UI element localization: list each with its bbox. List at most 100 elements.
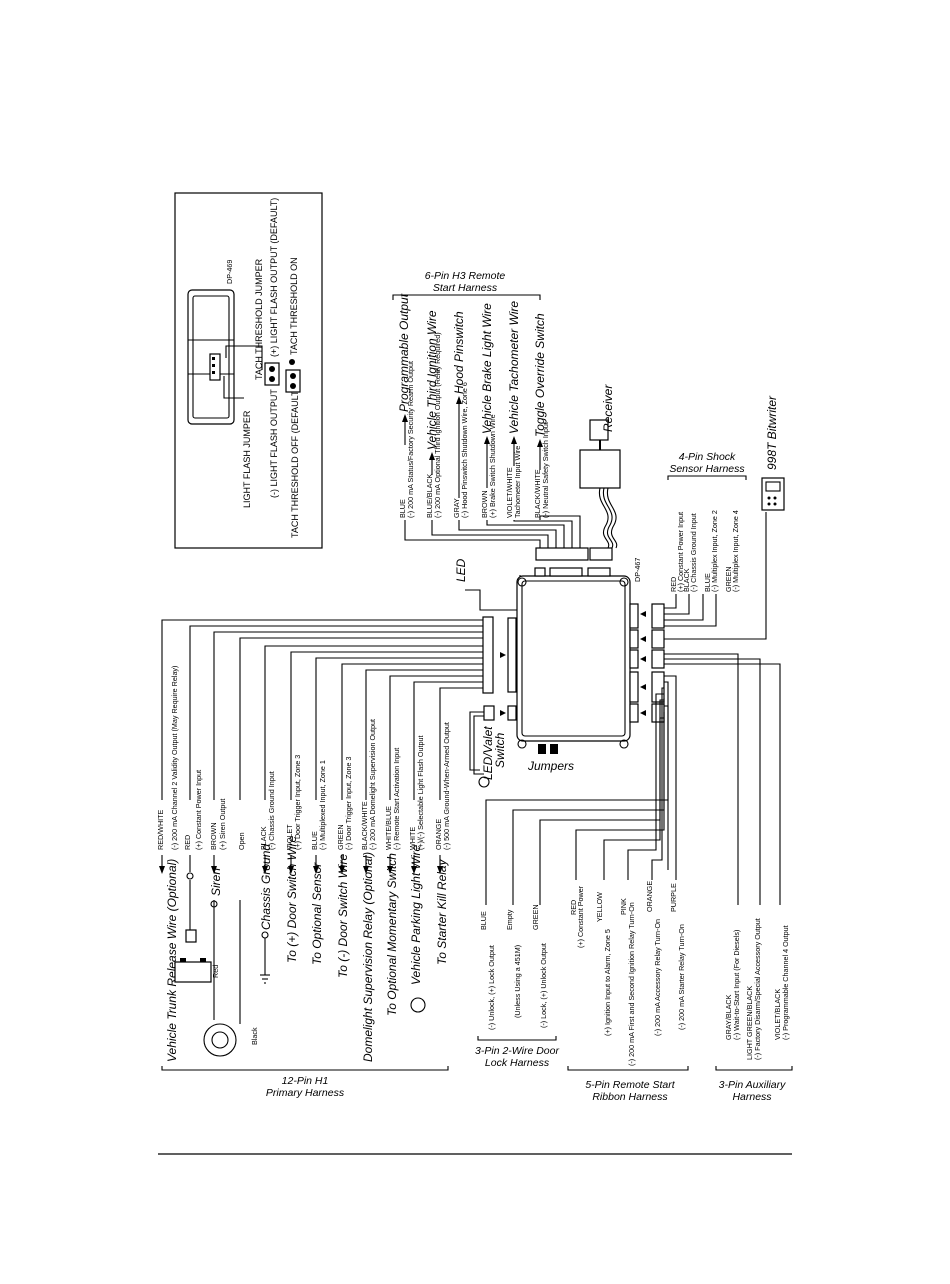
arrow-icon [537,439,543,447]
doorlock-wire1-desc: (-) Unlock, (+) Lock Output [487,945,496,1030]
shock-port [629,603,639,629]
shock-title-line2: Sensor Harness [669,463,745,475]
bitwriter-label: 998T Bitwriter [765,395,779,470]
bitwriter-icon [761,477,785,511]
h1-dest10: To Optional Momentary Switch [385,853,399,1016]
h3-wire5-dest: Vehicle Tachometer Wire [507,301,521,434]
shock-wire4-desc: (-) Multiplex Input, Zone 4 [731,510,740,592]
h1-wires [161,619,483,800]
shock-wire2-desc: (-) Chassis Ground Input [689,513,698,592]
jumper-inset: DP-469 LIGHT FLASH JUMPER TACH THRESHOLD… [174,192,323,549]
h1-wire8-desc: (-) Door Trigger Input, Zone 3 [344,757,353,850]
h3-wire6-color: BLACK/WHITE [533,469,542,518]
ribbon-harness: RED (+) Constant Power YELLOW (+) Igniti… [567,675,689,1103]
doorlock-harness: BLUE (-) Unlock, (+) Lock Output Empty (… [475,705,669,1069]
h3-wire2-desc: (-) 200 mA Optional Third Ignition Outpu… [433,332,442,518]
doorlock-wire1-color: BLUE [479,911,488,930]
led-valet-switch: LED/Valet Switch [469,711,507,788]
ribbon-wire4-desc: (-) 200 mA Accessory Relay Turn-On [653,919,662,1036]
aux-title-line2: Harness [732,1091,772,1103]
h3-bracket [392,294,541,300]
leader-light-flash [223,376,244,399]
aux-wire3-color: VIOLET/BLACK [773,989,782,1040]
siren-icon [203,1023,237,1057]
arrow-icon [511,436,517,444]
h1-wire7-desc: (-) Multiplexed Input, Zone 1 [318,760,327,850]
battery-red-label: Red [211,965,220,978]
h1-wire12-desc: (-) 500 mA Ground-When-Armed Output [442,722,451,850]
h1-wire1-color: RED/WHITE [156,809,165,850]
h3-wire6-desc: (-) Neutral Safety Switch Input [541,422,550,518]
pos-light-flash-label: (+) LIGHT FLASH OUTPUT (DEFAULT) [269,198,279,357]
tach-on-dot-icon [289,359,295,365]
h3-wire4-color: BROWN [480,490,489,518]
h1-dest7: To Optional Sensor [310,862,324,965]
shock-wire4-color: GREEN [724,566,733,592]
aux-port [629,649,639,669]
h1-wire5-color: BLACK [259,826,268,850]
inset-fig-code: DP-469 [225,260,234,284]
aux-wire1-color: GRAY/BLACK [724,994,733,1040]
h1-dest11: Vehicle Parking Light Wire [409,844,423,985]
h1-dest12: To Starter Kill Relay [435,858,449,965]
arrow-icon [484,436,490,444]
arrow-icon [402,414,408,422]
h3-port [549,567,583,577]
ribbon-wire4-color: ORANGE [645,881,654,912]
h1-wire4-desc: Open [237,832,246,850]
h1-dest8: To (-) Door Switch Wire [336,854,350,978]
doorlock-title-line1: 3-Pin 2-Wire Door [475,1045,559,1057]
h1-wire9-color: BLACK/WHITE [360,801,369,850]
h3-wire3-desc: (-) Hood Pinswitch Shutdown Wire, Zone 6 [460,382,469,518]
battery-icon [174,961,212,983]
ribbon-title-line1: 5-Pin Remote Start [585,1079,675,1091]
light-flash-jumper-label: LIGHT FLASH JUMPER [242,410,252,508]
h1-wire5-desc: (-) Chassis Ground Input [267,771,276,850]
bitwriter: 998T Bitwriter [664,395,785,640]
h1-dest1: Vehicle Trunk Release Wire (Optional) [165,859,179,1062]
led-wire [465,575,521,611]
h1-bracket [161,1066,449,1071]
led-port [534,567,546,577]
tach-on-label: TACH THRESHOLD ON [289,257,299,355]
control-module: DP-467 Jumpers [482,547,665,773]
h1-title-line2: Primary Harness [266,1087,345,1099]
jumper-icon-tach [285,369,301,393]
battery-siren-drawing: Red Black [174,880,270,1057]
h3-plug [535,547,589,561]
shock-wire3-color: BLUE [703,573,712,592]
ribbon-wire5-desc: (-) 200 mA Starter Relay Turn-On [677,924,686,1030]
led-label: LED [454,558,468,582]
h3-wire1-color: BLUE [398,499,407,518]
ribbon-wire2-color: YELLOW [595,892,604,922]
aux-title-line1: 3-Pin Auxiliary [719,1079,786,1091]
h1-wire2-color: RED [183,835,192,850]
tach-threshold-jumper-label: TACH THRESHOLD JUMPER [254,258,264,380]
h1-wire3-desc: (+) Siren Output [218,799,227,850]
h1-wire9-desc: (-) 200 mA Domelight Supervision Output [368,719,377,850]
aux-wire2-desc: (-) Factory Disarm/Special Accessory Out… [753,918,762,1060]
receiver-box [579,449,621,489]
h1-dest5: Chassis Ground [259,844,273,930]
module-body [516,575,631,742]
jumpers-label: Jumpers [527,759,574,773]
h3-wire1-desc: (-) 200 mA Status/Factory Security Rearm… [406,361,415,518]
h1-wire8-color: GREEN [336,824,345,850]
receiver: Receiver [579,384,621,549]
h3-wire4-dest: Vehicle Brake Light Wire [480,303,494,434]
battery-black-label: Black [250,1027,259,1045]
ribbon-port [629,671,639,703]
aux-wire2-color: LIGHT GREEN/BLACK [745,986,754,1060]
ribbon-title-line2: Ribbon Harness [592,1091,668,1103]
receiver-label: Receiver [601,384,615,432]
h3-harness: 6-Pin H3 Remote Start Harness [392,270,541,300]
led-valet-plug [483,705,495,721]
h3-title-line1: 6-Pin H3 Remote [425,270,506,282]
doorlock-port [629,703,639,723]
shock-wire1-desc: (+) Constant Power Input [676,512,685,592]
receiver-plug [589,547,613,561]
doorlock-wire3-color: GREEN [531,904,540,930]
arrow-icon [429,452,435,460]
h1-wire6-color: VIOLET [285,824,294,850]
shock-wire2-color: BLACK [682,568,691,592]
